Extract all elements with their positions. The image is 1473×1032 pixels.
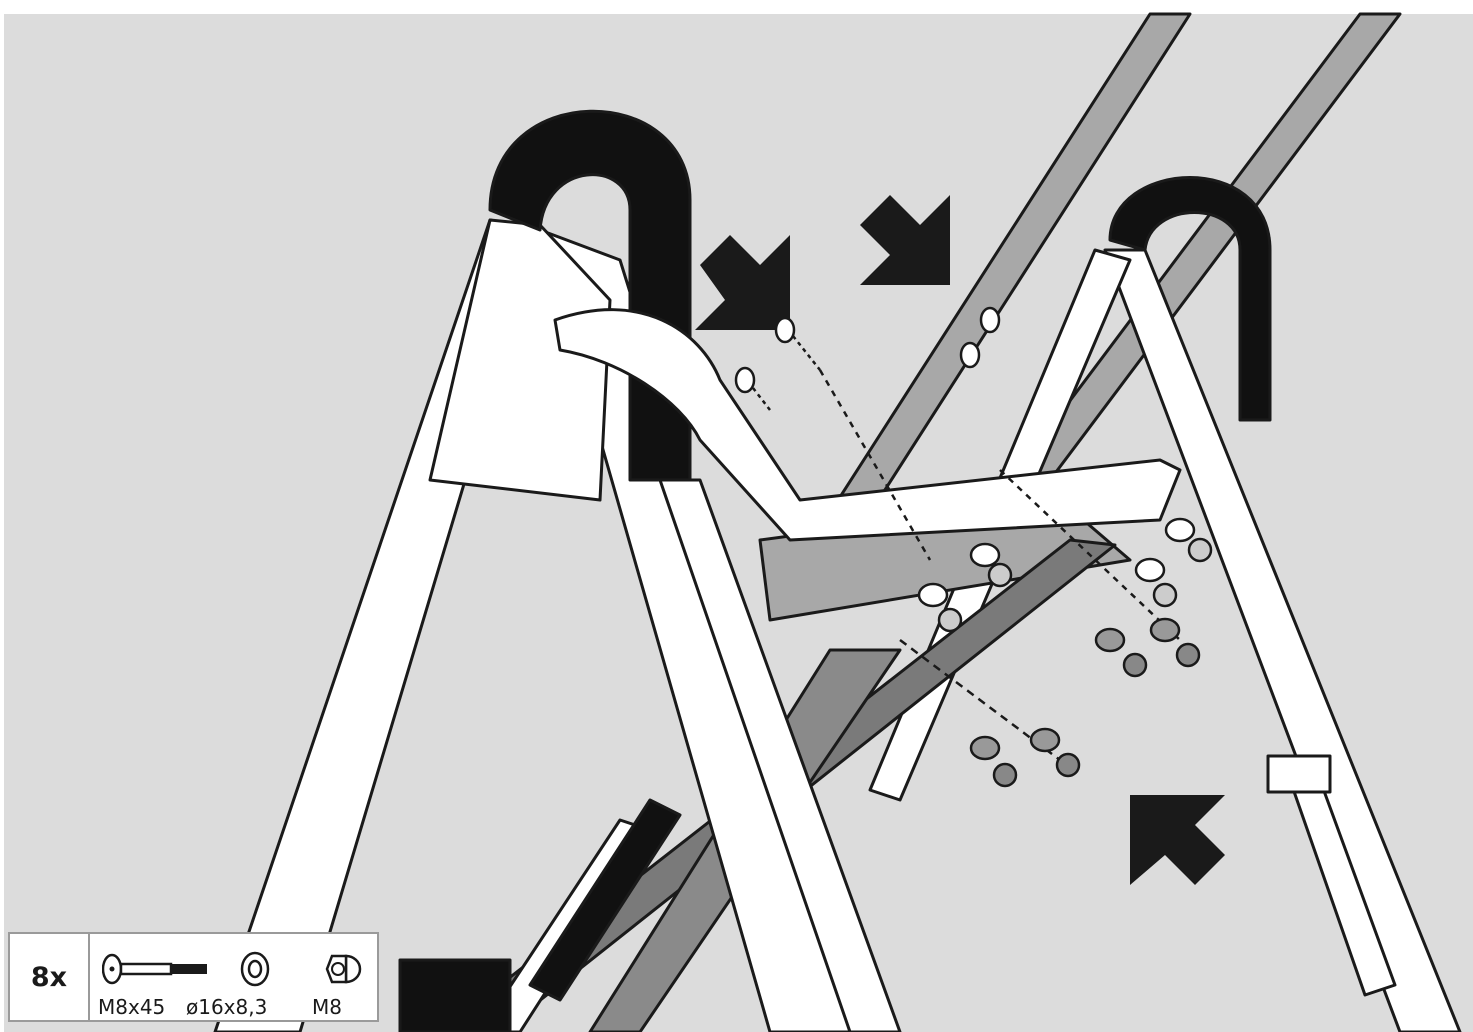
- dashed-guide-1: [818, 369, 932, 561]
- arrow-down-right-1: [695, 235, 790, 330]
- bolt-group-3: [959, 306, 1001, 369]
- bolt-icon: [102, 953, 207, 985]
- bolt-group-1: [774, 316, 821, 371]
- leg-clamp: [1266, 754, 1332, 794]
- parts-legend-box: 8x M8x45 ø16x8,3 M8: [8, 932, 379, 1022]
- foot-roller-foam: [398, 958, 512, 1032]
- cap-nut-icon: [325, 954, 362, 984]
- dashed-guide-2: [999, 469, 1181, 641]
- washer-nut-cluster: [917, 517, 1213, 788]
- left-handle-foam: [488, 109, 692, 482]
- bolt-label: M8x45: [98, 995, 166, 1019]
- arrow-down-right-2: [860, 195, 950, 285]
- quantity-label: 8x: [10, 934, 90, 1020]
- white-crossbar: [553, 308, 1182, 542]
- nut-label: M8: [312, 995, 342, 1019]
- dashed-guide-3: [899, 639, 1061, 761]
- arrow-up-left: [1130, 795, 1225, 885]
- gas-spring: [528, 798, 682, 1002]
- bolt-group-2: [734, 366, 771, 411]
- left-inner-tube: [658, 478, 902, 1032]
- washer-icon: [240, 951, 270, 987]
- right-handle-foam: [1108, 176, 1272, 422]
- washer-label: ø16x8,3: [186, 995, 268, 1019]
